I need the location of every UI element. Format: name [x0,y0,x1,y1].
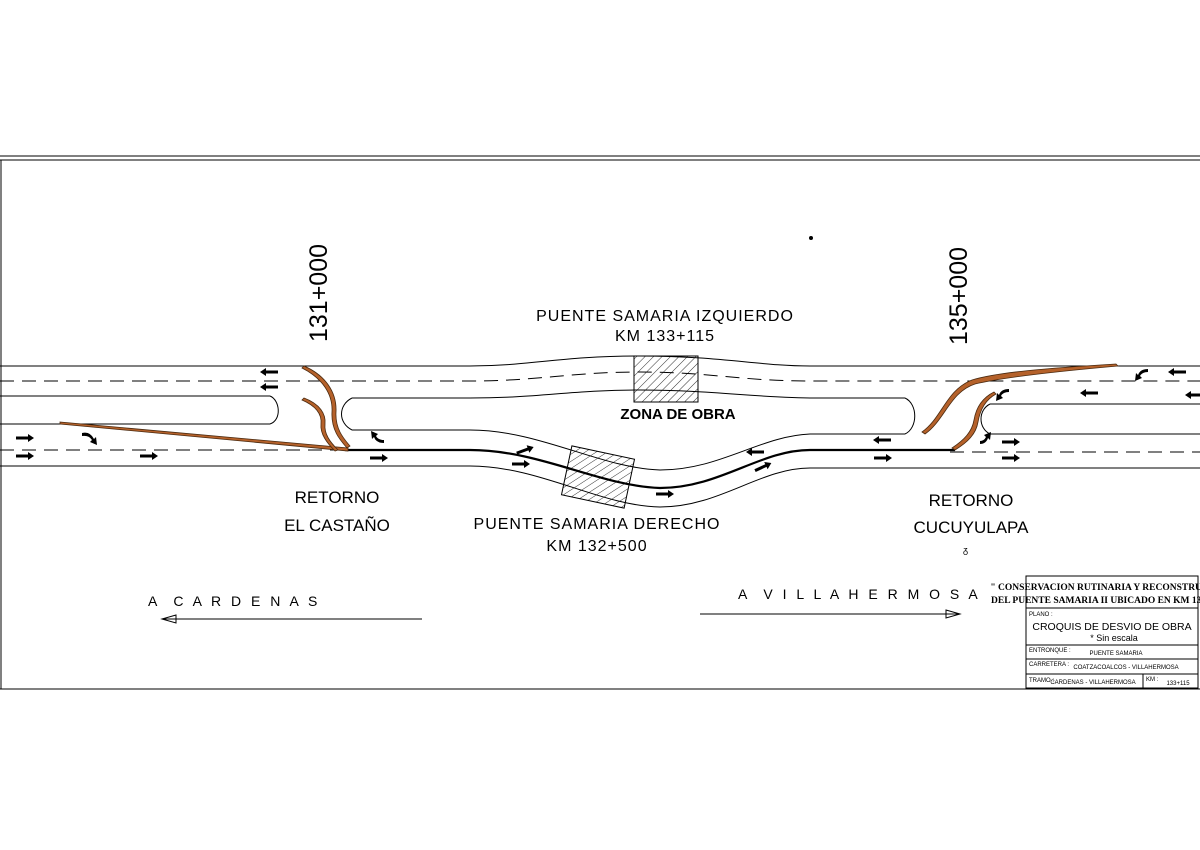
arrow-left [260,383,278,391]
title-tramo-value: CARDENAS - VILLAHERMOSA [1050,680,1135,686]
arrow-right [874,454,892,462]
return-right-line2: CUCUYULAPA [914,518,1030,537]
return-left-line2: EL CASTAÑO [284,516,390,535]
direction-arrows [160,609,962,624]
sheet-frame [0,155,1200,690]
barrier-crossover-east-upper [921,363,1119,435]
title-project-line1: " CONSERVACION RUTINARIA Y RECONSTRUCCIO… [990,583,1200,593]
arrow-left [746,448,764,456]
work-zone-north [633,355,699,403]
title-tramo-label: TRAMO : [1029,678,1054,684]
arrow-left [1080,389,1098,397]
traffic-barriers [59,363,1119,452]
arrow-right [370,454,388,462]
title-plano-note: * Sin escala [1090,633,1138,643]
arrow-right [16,434,34,442]
arrow-turn-down-left [996,389,1009,401]
arrow-right [656,490,674,498]
median-east-cap [980,403,991,435]
return-right-line1: RETORNO [929,491,1014,510]
bridge-right-km: KM 132+500 [546,538,647,555]
north-top-edge [0,355,1200,367]
median-islands [269,395,991,435]
median-mid-west-cap [341,397,353,431]
station-left: 131+000 [305,244,333,342]
south-bottom-edge [0,465,1200,508]
arrow-turn-up-left [371,431,384,443]
arrow-to-villahermosa [700,609,962,619]
arrow-to-cardenas [160,614,422,624]
arrow-right [140,452,158,460]
arrow-right [1002,454,1020,462]
arrow-turn-down-left [980,432,991,444]
bridge-left-name: PUENTE SAMARIA IZQUIERDO [536,308,794,325]
arrow-right [512,460,530,468]
south-carriageway [0,423,1200,508]
arrow-turn-down-right [82,432,97,445]
south-inner-edge-mid [352,429,905,471]
bridge-right-name: PUENTE SAMARIA DERECHO [474,516,721,533]
barrier-crossover-west-lower [301,397,339,452]
title-entronque-label: ENTRONQUE : [1029,648,1071,654]
arrow-left [873,436,891,444]
title-carretera-value: COATZACOALCOS - VILLAHERMOSA [1073,665,1178,671]
barrier-crossover-west-upper [301,365,351,449]
north-carriageway [0,355,1200,405]
return-left-line1: RETORNO [295,488,380,507]
stray-mark: ᵹ [963,545,968,555]
title-project-line2: DEL PUENTE SAMARIA II UBICADO EN KM 133+… [991,596,1200,606]
arrow-right [1002,438,1020,446]
title-block: " CONSERVACION RUTINARIA Y RECONSTRUCCIO… [990,575,1200,689]
title-km-label: KM : [1146,677,1159,683]
title-plano-label: PLANO : [1029,612,1053,618]
arrow-turn-down-left [1135,369,1148,381]
arrow-left [1168,368,1186,376]
survey-point [809,236,813,240]
north-inner-edge-mid [352,389,905,399]
arrow-right-diag [516,445,534,455]
title-plano: CROQUIS DE DESVIO DE OBRA [1032,621,1191,633]
work-zone-label: ZONA DE OBRA [620,406,735,423]
direction-west-label: A C A R D E N A S [148,593,320,609]
title-km-value: 133+115 [1166,681,1190,687]
work-zone-south [560,445,636,509]
traffic-arrows [16,368,1200,498]
arrow-left [1185,391,1200,399]
barrier-crossover-east-lower [951,391,997,451]
title-entronque-value: PUENTE SAMARIA [1089,651,1142,657]
arrow-left [260,368,278,376]
title-carretera-label: CARRETERA : [1029,662,1069,668]
bridge-left-km: KM 133+115 [615,328,715,345]
median-west-cap [269,395,279,425]
direction-east-label: A V I L L A H E R M O S A [738,586,981,602]
arrow-right-diag [754,461,772,473]
arrow-right [16,452,34,460]
detour-route-line [345,448,955,490]
barrier-taper-west [59,421,349,452]
station-right: 135+000 [945,247,973,345]
median-mid-east-cap [904,397,916,435]
